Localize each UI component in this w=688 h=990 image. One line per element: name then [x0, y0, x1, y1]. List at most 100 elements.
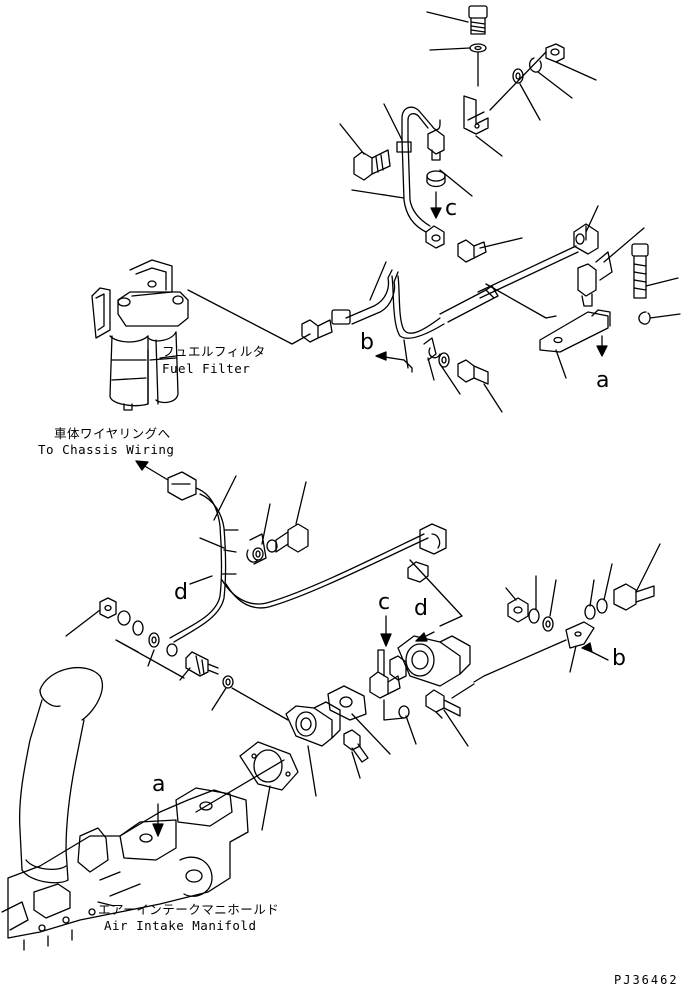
leader — [635, 543, 661, 593]
bent-pipe — [396, 106, 441, 233]
leader — [199, 537, 225, 549]
flange-gasket — [239, 741, 299, 791]
intake-pipe — [18, 667, 103, 884]
leader — [451, 683, 475, 699]
heater-washer — [398, 705, 410, 719]
pipe-clip — [423, 337, 441, 361]
sensor-washer-4 — [166, 643, 178, 657]
leader — [485, 283, 547, 319]
leader — [383, 699, 405, 721]
wiring-harness — [169, 487, 429, 643]
leader — [569, 645, 577, 673]
wire-washer-2 — [266, 539, 278, 553]
leader — [439, 363, 461, 395]
leader — [603, 227, 645, 263]
leader — [409, 559, 463, 627]
manifold-label-jp: エアーインテークマニホールド — [98, 902, 280, 917]
leader — [589, 579, 595, 607]
leader — [147, 649, 155, 667]
leader — [261, 503, 271, 545]
view-ref-b-top: b — [360, 330, 375, 355]
leader — [483, 383, 503, 413]
fuel-filter-leader — [187, 289, 311, 345]
leader — [505, 587, 517, 601]
leader — [555, 349, 567, 379]
leader — [443, 709, 469, 747]
leader — [405, 715, 417, 745]
sensor-washer-2 — [132, 620, 144, 636]
nut-axis — [489, 51, 547, 111]
view-b-arrow-mid — [581, 642, 609, 661]
vent-valve — [577, 251, 613, 307]
right-bolt-upper — [631, 243, 649, 299]
check-valve — [457, 239, 487, 263]
fuel-hose-curved — [331, 269, 445, 339]
leader — [295, 481, 307, 525]
view-ref-d-wire: d — [174, 580, 189, 605]
sensor-washer-1 — [117, 610, 131, 626]
clip-bolt — [457, 359, 489, 385]
view-b-arrow-top — [375, 339, 413, 373]
view-d-arrow-mid — [415, 631, 435, 642]
view-ref-d-mid: d — [414, 596, 429, 621]
mid-nut — [507, 597, 529, 623]
leader — [65, 609, 101, 637]
leader — [475, 135, 503, 157]
mid-bolt — [613, 583, 655, 611]
right-bracket — [539, 309, 611, 353]
top-washer — [469, 43, 487, 53]
leader — [585, 205, 599, 233]
leader — [519, 83, 541, 121]
view-ref-a-bottom: a — [152, 772, 166, 797]
leader — [649, 313, 681, 319]
leader — [429, 47, 471, 51]
heater-bolt — [425, 689, 461, 717]
leader — [645, 277, 679, 287]
leader — [383, 103, 403, 141]
leader — [307, 745, 317, 797]
leader — [339, 123, 365, 155]
hose-clamp — [426, 170, 446, 188]
fuel-filter-label-jp: フュエルフィルタ — [162, 344, 266, 359]
top-spring-washer — [528, 57, 542, 73]
leader — [537, 71, 573, 99]
mid-washer-3 — [584, 604, 596, 620]
leader — [555, 61, 597, 81]
clamp-bracket — [463, 95, 489, 135]
pipe-elbow-fitting — [427, 129, 445, 161]
leader — [179, 667, 191, 681]
leader — [213, 475, 237, 521]
heater-body — [397, 635, 471, 687]
chassis-wiring-arrow — [135, 460, 169, 481]
view-a-arrow-bottom — [152, 803, 164, 837]
pipe-end-nut — [425, 225, 445, 249]
sensor-washer-3 — [148, 632, 160, 648]
vent-fitting — [369, 649, 401, 699]
fuel-filter-label-leader — [159, 355, 177, 359]
small-bolt-left — [353, 149, 391, 181]
clip-washer — [438, 352, 450, 368]
fuel-filter — [91, 259, 189, 411]
mid-bracket — [565, 621, 595, 649]
intake-heater-flange — [285, 701, 341, 747]
manifold-label-leader — [97, 901, 115, 907]
flange-bolt — [343, 729, 369, 763]
view-ref-c-mid: c — [378, 590, 391, 615]
sensor-connector — [419, 523, 447, 555]
leader — [351, 713, 391, 755]
view-ref-a-top: a — [596, 368, 610, 393]
leader — [427, 357, 435, 381]
leader — [115, 639, 185, 679]
elbow-right — [573, 223, 599, 255]
leader — [545, 315, 557, 319]
view-ref-b-mid: b — [612, 646, 627, 671]
right-washer-upper — [638, 311, 651, 325]
chassis-wiring-label-jp: 車体ワイヤリングへ — [54, 426, 171, 441]
fuel-hose-fitting — [301, 319, 333, 343]
wiring-connector-top — [167, 471, 197, 501]
sensor-gasket — [222, 675, 234, 689]
view-a-arrow-top — [596, 335, 608, 357]
leader — [603, 563, 613, 601]
leader — [351, 751, 361, 779]
